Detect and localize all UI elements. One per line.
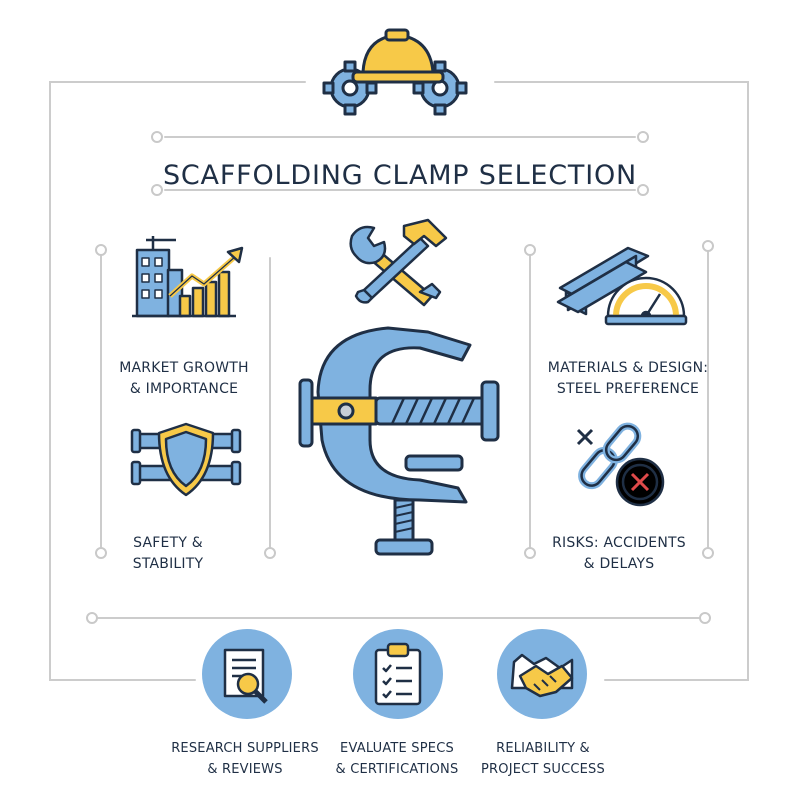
wrench-hammer-icon	[349, 218, 448, 307]
label-research-suppliers: RESEARCH SUPPLIERS & REVIEWS	[171, 741, 319, 777]
shield-pipes-icon	[130, 422, 242, 497]
frame-line	[49, 81, 306, 681]
steel-beam-gauge-icon	[556, 246, 688, 326]
label-risks: RISKS: ACCIDENTS & DELAYS	[552, 535, 686, 572]
page-title: SCAFFOLDING CLAMP SELECTION	[162, 160, 638, 192]
hard-hat-gears-icon	[322, 28, 468, 116]
buildings-growth-chart-icon	[132, 236, 244, 318]
c-clamp-illustration	[298, 326, 500, 556]
label-market-growth: MARKET GROWTH & IMPORTANCE	[119, 360, 249, 397]
label-evaluate-specs: EVALUATE SPECS & CERTIFICATIONS	[335, 741, 459, 777]
handshake-icon	[497, 629, 587, 719]
checklist-clipboard-icon	[353, 629, 443, 719]
label-reliability: RELIABILITY & PROJECT SUCCESS	[481, 741, 605, 777]
label-safety-stability: SAFETY & STABILITY	[132, 535, 204, 572]
label-materials-design: MATERIALS & DESIGN: STEEL PREFERENCE	[547, 360, 709, 397]
frame-line	[494, 81, 749, 681]
document-magnifier-icon	[202, 629, 292, 719]
broken-chain-clock-icon	[576, 422, 665, 507]
